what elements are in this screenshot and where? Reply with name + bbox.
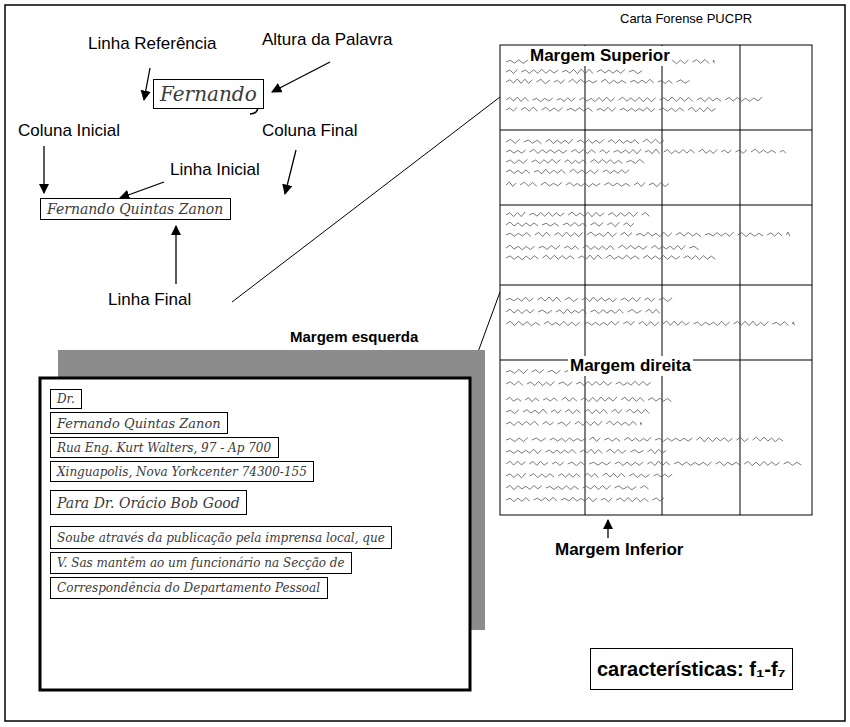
start-line-label: Linha Inicial bbox=[170, 160, 260, 180]
handwriting-scribble bbox=[506, 485, 649, 490]
handwriting-scribble bbox=[506, 449, 666, 454]
handwritten-text: Fernando Quintas Zanon bbox=[57, 416, 221, 431]
handwritten-text: Rua Eng. Kurt Walters, 97 - Ap 700 bbox=[57, 441, 271, 455]
handwriting-scribble bbox=[506, 212, 649, 217]
handwritten-text: Dr. bbox=[57, 392, 75, 406]
line-box: Dr. bbox=[50, 389, 82, 409]
margin-label: Margem Superior bbox=[528, 46, 672, 66]
handwritten-text: Soube através da publicação pela imprens… bbox=[57, 531, 385, 545]
line-box: V. Sas mantêm ao um funcionário na Secçã… bbox=[50, 552, 352, 574]
handwriting-scribble bbox=[506, 297, 672, 302]
handwriting-scribble bbox=[506, 139, 664, 144]
line-box: Fernando Quintas Zanon bbox=[50, 412, 228, 434]
margin-label: Margem direita bbox=[568, 356, 693, 376]
handwriting-scribble bbox=[506, 309, 660, 314]
handwritten-text: Para Dr. Orácio Bob Good bbox=[57, 495, 240, 511]
handwriting-scribble bbox=[506, 409, 649, 414]
start-column-label: Coluna Inicial bbox=[18, 121, 120, 141]
word-height-label: Altura da Palavra bbox=[262, 30, 392, 50]
handwritten-text: Xinguapolis, Nova Yorkcenter 74300-155 bbox=[57, 465, 307, 479]
handwriting-scribble bbox=[506, 473, 672, 478]
line-box: Fernando Quintas Zanon bbox=[40, 198, 231, 220]
zoom-frame bbox=[40, 378, 470, 690]
handwriting-scribble bbox=[506, 69, 642, 74]
letter-page bbox=[500, 45, 812, 515]
handwriting-scribble bbox=[506, 421, 641, 426]
document-title: Carta Forense PUCPR bbox=[620, 12, 752, 27]
end-line-label: Linha Final bbox=[108, 290, 191, 310]
handwriting-scribble bbox=[506, 461, 801, 466]
handwriting-scribble bbox=[506, 222, 634, 227]
handwriting-scribble bbox=[506, 321, 794, 326]
handwritten-text: V. Sas mantêm ao um funcionário na Secçã… bbox=[57, 556, 345, 570]
handwriting-scribble bbox=[506, 381, 651, 386]
end-column-label: Coluna Final bbox=[262, 121, 357, 141]
handwriting-scribble bbox=[506, 397, 671, 402]
margin-label: Margem esquerda bbox=[290, 328, 418, 345]
handwriting-scribble bbox=[506, 182, 669, 187]
handwriting-scribble bbox=[506, 232, 790, 237]
feature-text: características: f₁-f₇ bbox=[597, 658, 786, 681]
handwriting-scribble bbox=[506, 159, 644, 164]
handwriting-scribble bbox=[506, 97, 762, 102]
reference-line-label: Linha Referência bbox=[88, 34, 217, 54]
zoom-line bbox=[478, 292, 500, 352]
handwriting-scribble bbox=[506, 255, 715, 260]
handwritten-text: Fernando bbox=[160, 82, 257, 106]
line-box: Xinguapolis, Nova Yorkcenter 74300-155 bbox=[50, 461, 314, 482]
handwriting-scribble bbox=[506, 79, 690, 84]
line-box: Correspondência do Departamento Pessoal bbox=[50, 577, 328, 599]
line-box: Para Dr. Orácio Bob Good bbox=[50, 490, 247, 515]
handwriting-scribble bbox=[506, 107, 716, 112]
handwriting-scribble bbox=[506, 437, 783, 442]
line-box: Soube através da publicação pela imprens… bbox=[50, 526, 392, 549]
handwriting-scribble bbox=[506, 245, 699, 250]
handwritten-text: Correspondência do Departamento Pessoal bbox=[57, 581, 320, 595]
handwriting-scribble bbox=[506, 149, 786, 154]
feature-box: características: f₁-f₇ bbox=[590, 648, 793, 690]
handwriting-scribble bbox=[506, 497, 664, 502]
word-box: Fernando bbox=[153, 79, 264, 109]
margin-label: Margem Inferior bbox=[555, 540, 683, 560]
outer-frame bbox=[5, 5, 845, 721]
handwritten-text: Fernando Quintas Zanon bbox=[47, 201, 223, 217]
line-box: Rua Eng. Kurt Walters, 97 - Ap 700 bbox=[50, 437, 279, 458]
handwriting-scribble bbox=[506, 169, 629, 174]
zoom-line bbox=[232, 97, 500, 302]
